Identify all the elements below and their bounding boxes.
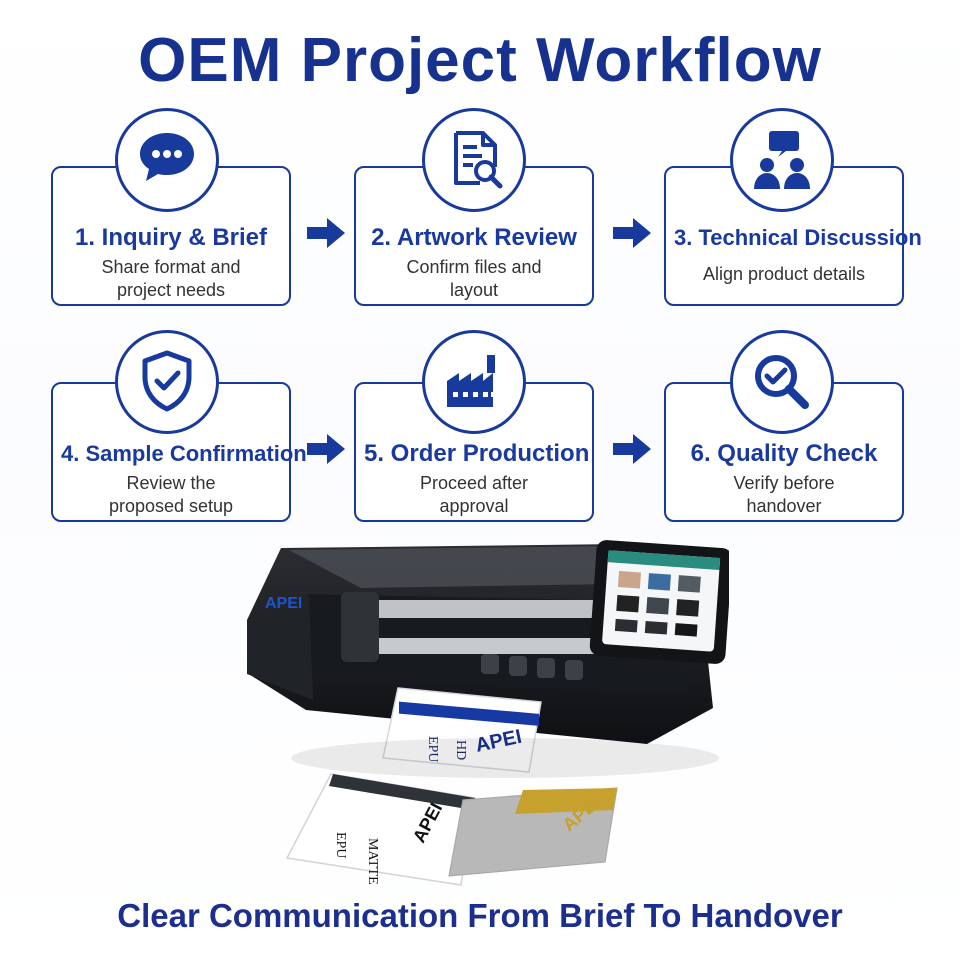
arrow-2-to-3: [611, 216, 653, 250]
plotter-top-panel: [289, 546, 675, 588]
footer-tagline: Clear Communication From Brief To Handov…: [117, 897, 843, 934]
plotter-brand-logo: APEI: [265, 595, 302, 612]
sheet-label-epu-top: EPU: [425, 736, 440, 762]
step-5-badge: [422, 330, 526, 434]
step-5-desc-line-1: Proceed after: [419, 473, 529, 493]
arrow-right-icon: [613, 434, 651, 464]
chat-bubble-icon: [140, 133, 194, 181]
sheet-label-hd: HD: [453, 740, 468, 760]
people-discussion-icon: [754, 131, 810, 189]
sheet-label-matte: MATTE: [365, 838, 380, 885]
step-6-title: 6. Quality Check: [690, 440, 878, 467]
step-1-badge: [115, 108, 219, 212]
page-title: OEM Project Workflow: [138, 26, 822, 95]
step-4-title: 4. Sample Confirmation: [61, 441, 307, 466]
plotter-touchscreen: [589, 540, 733, 664]
magnifier-check-icon: [755, 355, 809, 409]
arrow-right-icon: [307, 434, 345, 464]
step-2-title: 2. Artwork Review: [371, 224, 577, 251]
cutting-head: [341, 592, 379, 662]
shield-check-icon: [142, 350, 192, 412]
step-3-badge: [730, 108, 834, 212]
step-3-title: 3. Technical Discussion: [674, 225, 922, 250]
step-6-desc-line-1: Verify before: [733, 473, 835, 493]
arrow-1-to-2: [305, 216, 347, 250]
sheet-matte-band: [329, 774, 475, 810]
step-1-title: 1. Inquiry & Brief: [74, 224, 268, 251]
arrow-4-to-5: [305, 432, 347, 466]
step-5-description: Proceed after approval: [370, 472, 578, 518]
plotter-rail-top: [345, 600, 653, 618]
document-magnifier-icon: [454, 131, 503, 189]
step-6-description: Verify before handover: [680, 472, 888, 518]
step-5-title: 5. Order Production: [364, 440, 590, 467]
step-6-desc-line-2: handover: [746, 496, 822, 516]
step-5-desc-line-2: approval: [439, 496, 509, 516]
factory-icon: [447, 355, 496, 407]
step-2-desc-line-1: Confirm files and: [406, 257, 542, 277]
step-1-description: Share format and project needs: [67, 256, 275, 302]
step-3-description: Align product details: [680, 263, 888, 286]
cutting-plotter-svg: APEI: [247, 540, 733, 886]
machine-shadow: [291, 738, 719, 778]
step-2-description: Confirm files and layout: [370, 256, 578, 302]
step-4-badge: [115, 330, 219, 434]
arrow-right-icon: [307, 218, 345, 248]
step-1-desc-line-1: Share format and: [101, 257, 241, 277]
step-6-badge: [730, 330, 834, 434]
step-2-badge: [422, 108, 526, 212]
step-4-desc-line-1: Review the: [126, 473, 216, 493]
plotter-rail-bottom: [361, 638, 661, 654]
product-sheets: APEI APEI APEI EPU HD EPU MATTE: [285, 687, 618, 886]
step-2-desc-line-2: layout: [449, 280, 499, 300]
plotter-side-plate: [247, 594, 313, 700]
sheet-hd-band: [399, 701, 539, 726]
step-4-desc-line-2: proposed setup: [108, 496, 234, 516]
pinch-rollers: [481, 654, 583, 680]
step-4-description: Review the proposed setup: [67, 472, 275, 518]
arrow-5-to-6: [611, 432, 653, 466]
step-1-desc-line-2: project needs: [116, 280, 226, 300]
arrow-right-icon: [613, 218, 651, 248]
sheet-gold-band: [515, 788, 617, 814]
sheet-label-epu-bottom: EPU: [333, 832, 348, 858]
cutting-plotter-illustration: APEI: [243, 540, 733, 895]
step-3-desc-line-1: Align product details: [702, 264, 866, 284]
